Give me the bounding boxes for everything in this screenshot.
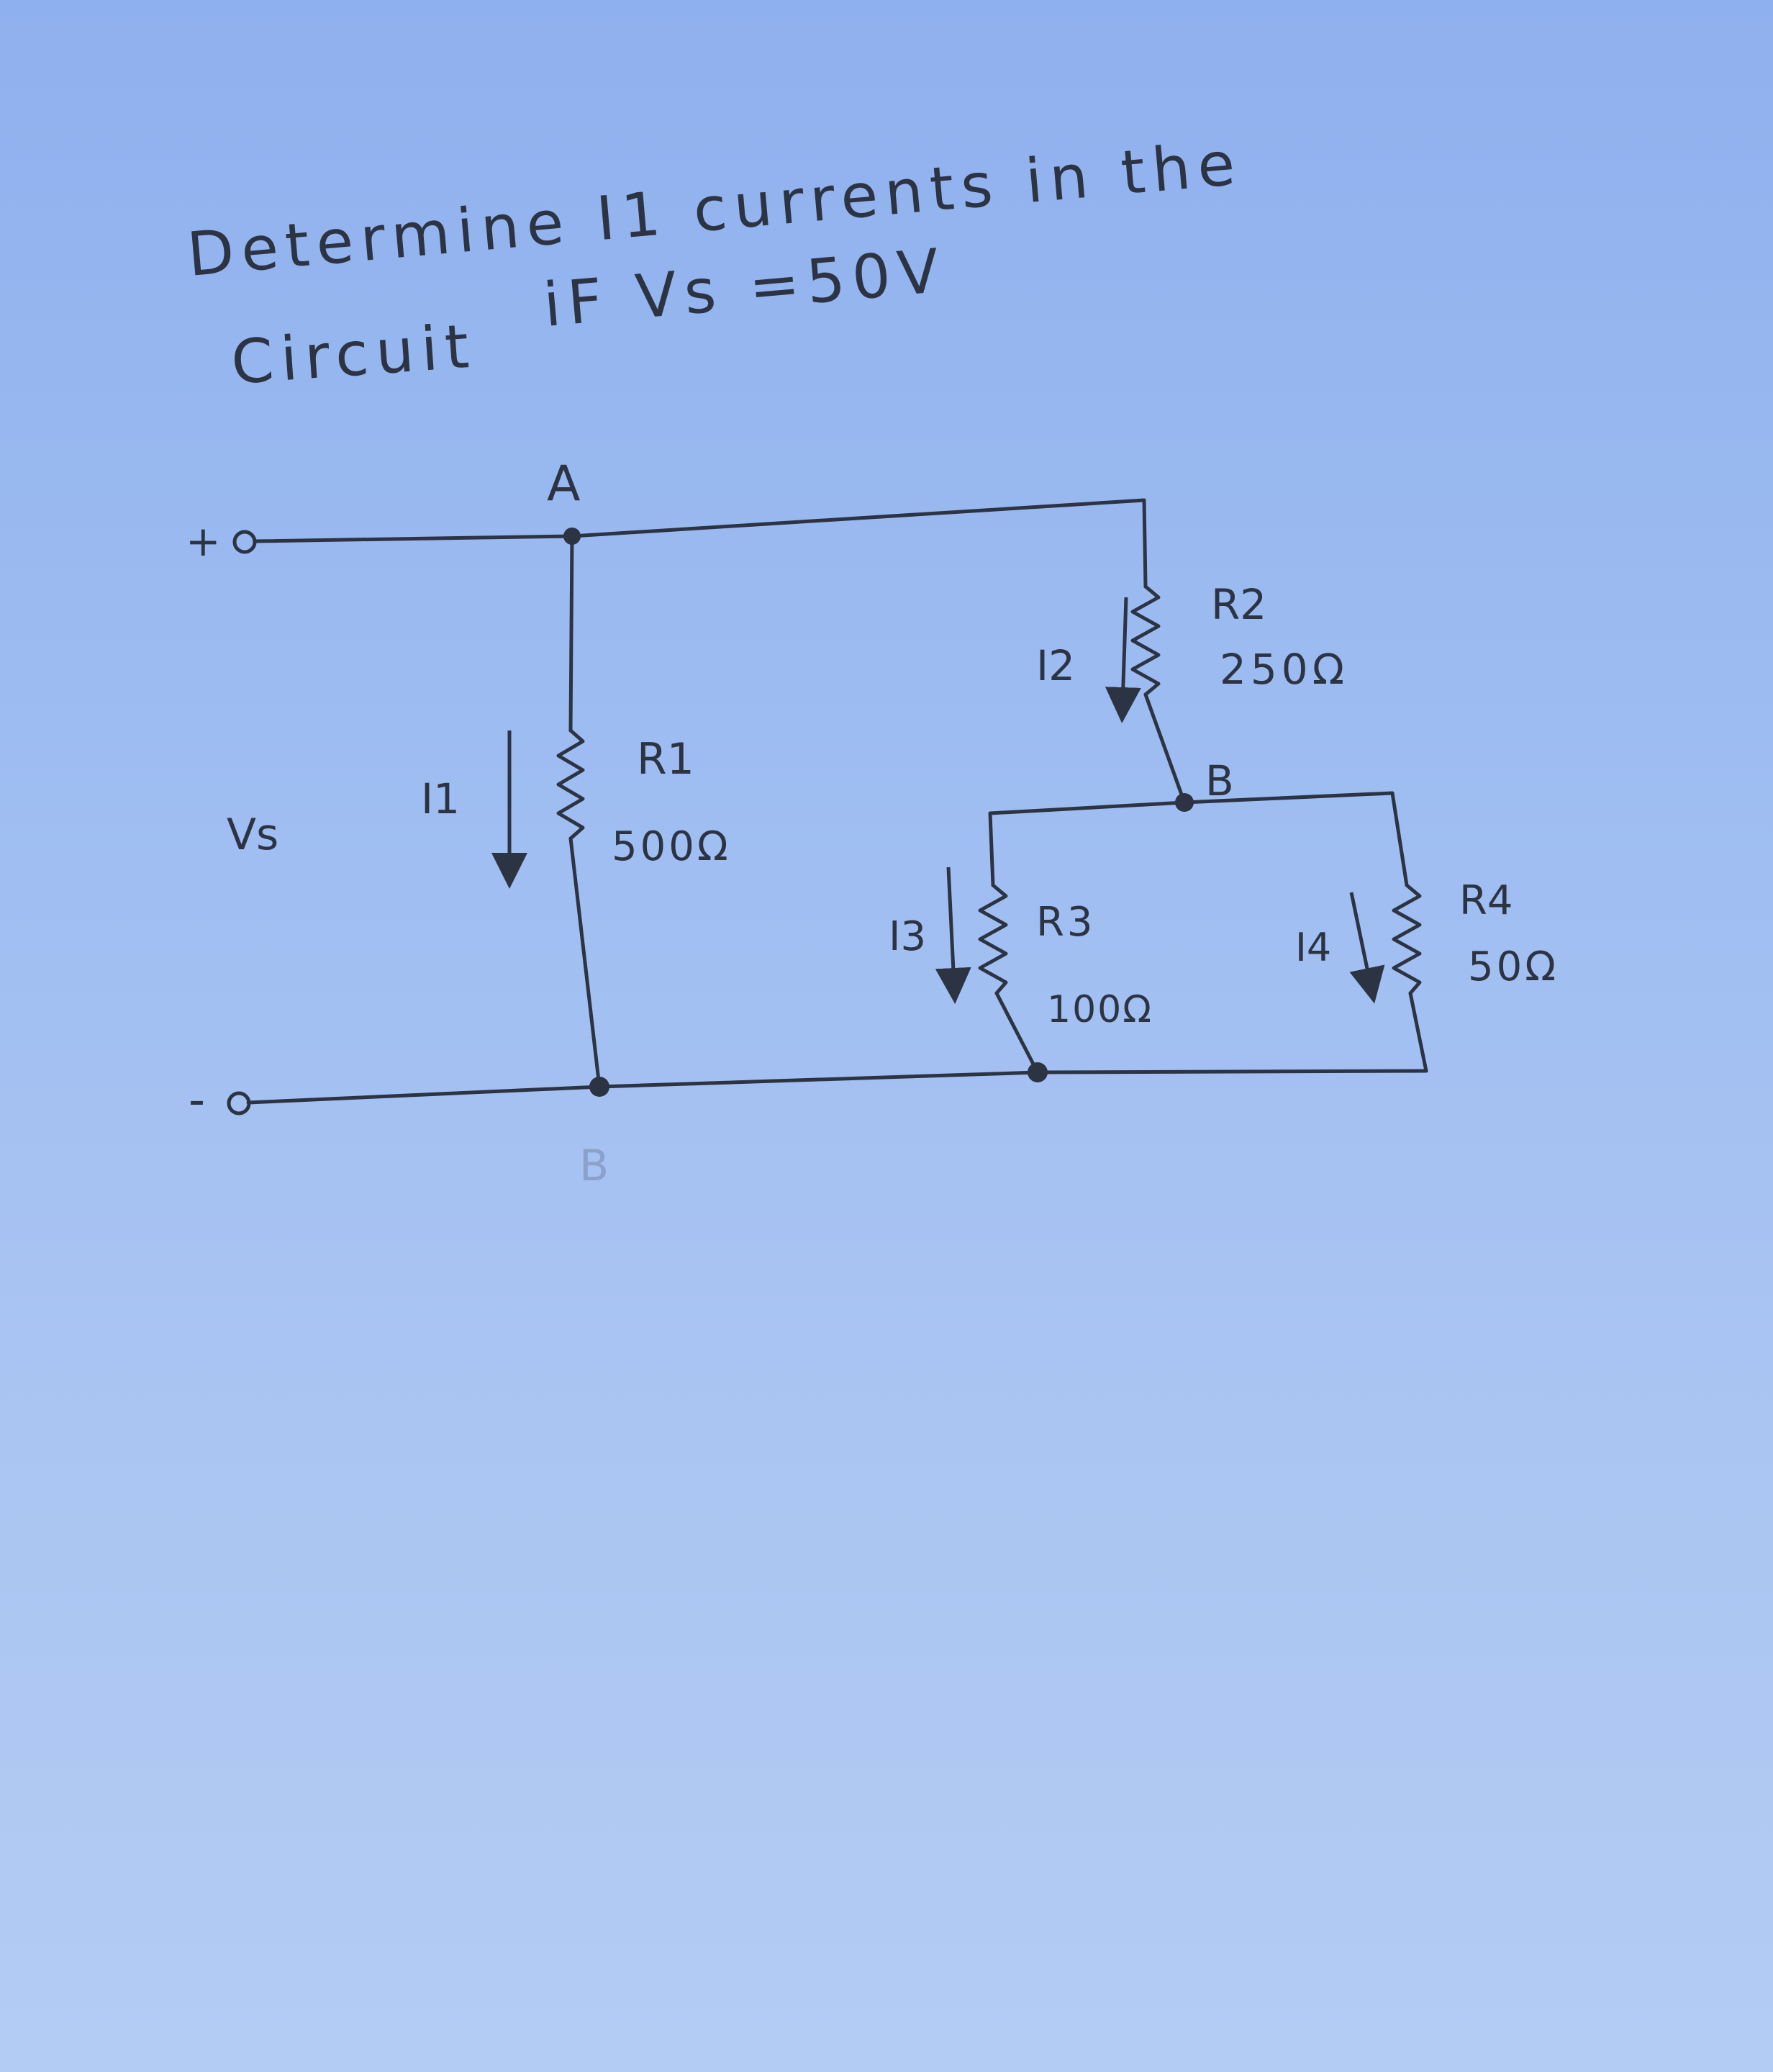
- node-bottom-label: B: [579, 1141, 609, 1191]
- node-b-dot: [1175, 793, 1194, 812]
- i4-arrow: [1349, 892, 1385, 1004]
- wire-r2-down-bottom: [1143, 692, 1187, 805]
- wire-nodeb-right: [1182, 791, 1395, 805]
- i4-label: I4: [1295, 925, 1331, 970]
- wire-nodeb-left: [988, 800, 1187, 815]
- wire-top-left: [253, 534, 574, 543]
- r2-value: 250Ω: [1220, 645, 1348, 694]
- i2-label: I2: [1036, 641, 1075, 690]
- wire-r4-top: [1390, 791, 1409, 887]
- r3-value: 100Ω: [1047, 988, 1153, 1031]
- r3-zigzag: [978, 883, 1008, 995]
- r4-zigzag: [1392, 883, 1422, 995]
- r1-value: 500Ω: [612, 823, 731, 870]
- wire-r3-bottom: [994, 991, 1040, 1075]
- node-a-dot: [563, 528, 581, 545]
- i3-arrow: [935, 867, 971, 1004]
- wire-bottom-left: [246, 1085, 602, 1105]
- plus-label: +: [186, 517, 221, 566]
- wire-r2-down-top: [1142, 498, 1148, 589]
- wire-bottom-mid: [597, 1070, 1040, 1089]
- source-label: Vs: [227, 810, 278, 860]
- r2-name: R2: [1211, 580, 1266, 629]
- i3-label: I3: [889, 913, 926, 960]
- wire-bottom-right: [1035, 1069, 1428, 1075]
- minus-label: -: [189, 1074, 205, 1127]
- r4-name: R4: [1459, 877, 1513, 924]
- r3-name: R3: [1036, 899, 1096, 946]
- node-bottom-mid-dot: [1028, 1062, 1048, 1082]
- r1-zigzag: [556, 728, 585, 841]
- plus-terminal: [232, 530, 257, 554]
- wire-top-right: [570, 498, 1146, 538]
- wire-r4-bottom: [1408, 991, 1428, 1073]
- r4-value: 50Ω: [1468, 944, 1559, 990]
- wire-r1-bottom: [568, 836, 602, 1089]
- node-a-label: A: [547, 456, 581, 512]
- node-bottom-left-dot: [589, 1077, 609, 1097]
- i1-label: I1: [421, 774, 460, 823]
- r2-zigzag: [1130, 584, 1161, 697]
- node-b-label: B: [1205, 756, 1234, 805]
- minus-terminal: [227, 1091, 251, 1116]
- r1-name: R1: [637, 734, 694, 784]
- i2-arrow: [1105, 597, 1141, 723]
- wire-r1-top: [568, 534, 574, 733]
- wire-r3-top: [988, 811, 995, 887]
